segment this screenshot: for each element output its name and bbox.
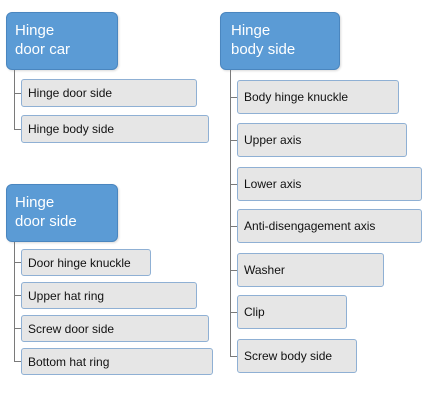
connector-line	[230, 312, 238, 313]
connector-line	[230, 226, 238, 227]
tree-item-hinge-door-side: Hinge door side	[21, 79, 197, 107]
connector-line	[230, 184, 238, 185]
tree-item-upper-hat-ring: Upper hat ring	[21, 282, 197, 309]
tree-item-door-hinge-knuckle: Door hinge knuckle	[21, 249, 151, 276]
group-header-line1: Hinge	[231, 22, 271, 39]
tree-item-washer: Washer	[237, 253, 384, 287]
tree-item-screw-body-side: Screw body side	[237, 339, 357, 373]
connector-line	[230, 270, 238, 271]
connector-line	[230, 356, 238, 357]
group-header-hinge-door-side: Hinge door side	[6, 184, 118, 242]
connector-line	[14, 295, 22, 296]
tree-item-upper-axis: Upper axis	[237, 123, 407, 157]
connector-line	[14, 328, 22, 329]
connector-line	[14, 70, 15, 129]
connector-line	[230, 140, 238, 141]
connector-line	[14, 93, 22, 94]
tree-item-bottom-hat-ring: Bottom hat ring	[21, 348, 213, 375]
tree-item-lower-axis: Lower axis	[237, 167, 422, 201]
group-header-hinge-door-car: Hinge door car	[6, 12, 118, 70]
connector-line	[14, 262, 22, 263]
tree-item-hinge-body-side: Hinge body side	[21, 115, 209, 143]
group-header-line2: door car	[15, 41, 71, 58]
group-header-line2: body side	[231, 41, 296, 58]
connector-line	[14, 242, 15, 362]
group-header-line1: Hinge	[15, 22, 55, 39]
tree-item-anti-disengagement-axis: Anti-disengagement axis	[237, 209, 422, 243]
tree-item-clip: Clip	[237, 295, 347, 329]
connector-line	[14, 361, 22, 362]
connector-line	[230, 97, 238, 98]
tree-item-body-hinge-knuckle: Body hinge knuckle	[237, 80, 399, 114]
group-header-line1: Hinge	[15, 194, 55, 211]
connector-line	[14, 129, 22, 130]
tree-item-screw-door-side: Screw door side	[21, 315, 209, 342]
group-header-line2: door side	[15, 213, 77, 230]
connector-line	[230, 70, 231, 357]
group-header-hinge-body-side: Hinge body side	[220, 12, 340, 70]
